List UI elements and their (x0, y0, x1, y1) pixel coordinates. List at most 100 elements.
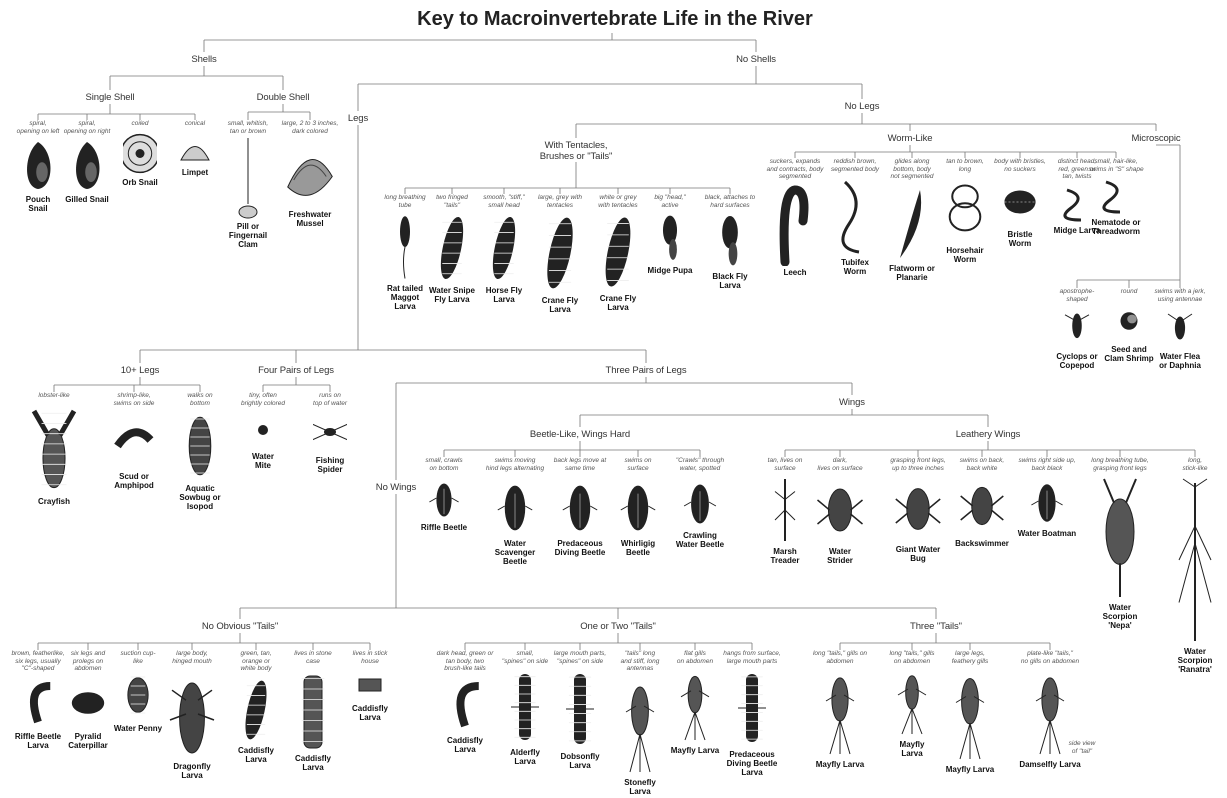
creature-description: conical (185, 120, 205, 128)
creature-name: Limpet (182, 168, 208, 177)
header-three-tails: Three "Tails" (910, 621, 962, 632)
creature-description: small, whitish, tan or brown (228, 120, 268, 135)
worm-icon (825, 176, 885, 256)
creature-description: "tails" long and stiff, long antennas (621, 650, 660, 673)
creature-description: long breathing tube (384, 194, 425, 209)
isopod-icon (173, 410, 227, 482)
creature-name: Bristle Worm (1008, 230, 1033, 248)
larva-icon (425, 212, 479, 284)
may-icon (806, 668, 874, 758)
bug-icon (814, 475, 867, 545)
creature-name: Giant Water Bug (896, 545, 941, 563)
creature-description: green, tan, orange or white body (240, 650, 271, 673)
creature-description: small, "spines" on side (502, 650, 548, 665)
leech-icon (764, 184, 826, 266)
creature-name: Flatworm or Planarie (889, 264, 935, 282)
creature-description: reddish brown, segmented body (831, 158, 879, 173)
creature-name: Water Strider (827, 547, 853, 565)
beetle-icon (680, 475, 721, 529)
header-no-tails: No Obvious "Tails" (202, 621, 278, 632)
creature-name: Stonefly Larva (624, 778, 656, 796)
creature-name: Mayfly Larva (816, 760, 864, 769)
creature-description: tan to brown, long (946, 158, 984, 173)
creature-description: grasping front legs, up to three inches (890, 457, 945, 472)
creature-description: large mouth parts, "spines" on side (554, 650, 606, 665)
side-note: side view of "tail" (1069, 740, 1096, 755)
creature-name: Gilled Snail (65, 195, 109, 204)
worm-icon (1099, 176, 1133, 216)
header-worm-like: Worm-Like (888, 133, 933, 144)
pupa-icon (708, 212, 752, 270)
creature-description: small, crawls on bottom (425, 457, 462, 472)
creature-description: dark, lives on surface (817, 457, 862, 472)
creature-name: Mayfly Larva (946, 765, 994, 774)
creature-name: Predaceous Diving Beetle Larva (727, 750, 778, 777)
page-title: Key to Macroinvertebrate Life in the Riv… (417, 8, 813, 31)
maggot-icon (379, 212, 432, 282)
creature-description: apostrophe- shaped (1060, 288, 1095, 303)
creature-name: Water Scavenger Beetle (495, 539, 535, 566)
header-beetle-like: Beetle-Like, Wings Hard (530, 429, 630, 440)
spider-icon (313, 410, 347, 454)
creature-description: large legs, feathery gills (952, 650, 989, 665)
creature-description: spiral, opening on left (17, 120, 60, 135)
creature-description: round (1121, 288, 1138, 296)
orb-icon (123, 131, 157, 176)
header-no-legs: No Legs (845, 101, 880, 112)
creature-name: Dragonfly Larva (173, 762, 210, 780)
mite-icon (246, 410, 280, 450)
creature-name: Damselfly Larva (1019, 760, 1080, 769)
creature-name: Freshwater Mussel (289, 210, 332, 228)
creature-description: plate-like "tails," no gills on abdomen (1021, 650, 1079, 665)
creature-description: large, 2 to 3 inches, dark colored (282, 120, 339, 135)
creature-name: Caddisfly Larva (447, 736, 483, 754)
nepa-icon (1085, 475, 1155, 601)
creature-name: Midge Pupa (648, 266, 693, 275)
header-leathery: Leathery Wings (956, 429, 1021, 440)
header-three-pairs: Three Pairs of Legs (605, 365, 686, 376)
creature-name: Fishing Spider (316, 456, 344, 474)
creature-description: spiral, opening on right (64, 120, 111, 135)
creature-description: six legs and prolegs on abdomen (71, 650, 105, 673)
may-icon (886, 668, 939, 738)
header-double-shell: Double Shell (257, 92, 310, 103)
creature-name: Water Mite (252, 452, 274, 470)
creature-description: smooth, "stiff," small head (483, 194, 524, 209)
creature-name: Horse Fly Larva (486, 286, 522, 304)
creature-description: runs on top of water (313, 392, 347, 407)
creature-description: two fringed "tails" (436, 194, 468, 209)
limpet-icon (178, 131, 212, 166)
creature-description: long, stick-like (1183, 457, 1208, 472)
creature-description: swims on back, back white (960, 457, 1004, 472)
creature-name: Aquatic Sowbug or Isopod (179, 484, 220, 511)
creature-description: glides along bottom, body not segmented (890, 158, 933, 181)
copepod-icon (1060, 306, 1094, 350)
penny-icon (118, 668, 159, 722)
creature-description: small, hair-like, swims in "S" shape (1088, 158, 1143, 173)
creature-name: Crane Fly Larva (542, 296, 578, 314)
creature-description: flat gills on abdomen (677, 650, 713, 665)
creature-description: big "head," active (654, 194, 685, 209)
header-wings: Wings (839, 397, 865, 408)
header-single-shell: Single Shell (86, 92, 135, 103)
creature-description: tiny, often brightly colored (241, 392, 285, 407)
header-with-tentacles: With Tentacles, Brushes or "Tails" (540, 140, 613, 162)
larva-icon (588, 212, 648, 292)
worm-icon (1060, 184, 1094, 224)
creature-name: Crane Fly Larva (600, 294, 636, 312)
creature-name: Crawling Water Beetle (676, 531, 724, 549)
creature-name: Water Snipe Fly Larva (429, 286, 475, 304)
creature-description: suckers, expands and contracts, body seg… (767, 158, 824, 181)
creature-description: shrimp-like, swims on side (114, 392, 155, 407)
creature-description: large body, hinged mouth (172, 650, 211, 665)
case-icon (282, 668, 345, 752)
header-one-two-tails: One or Two "Tails" (580, 621, 656, 632)
creature-name: Seed and Clam Shrimp (1104, 345, 1153, 363)
creature-name: Pouch Snail (26, 195, 50, 213)
may-icon (935, 668, 1005, 763)
snail-icon (66, 138, 107, 193)
beetle-icon (492, 475, 539, 537)
creature-description: large, grey with tentacles (538, 194, 582, 209)
creature-description: "Crawls" through water, spotted (676, 457, 724, 472)
